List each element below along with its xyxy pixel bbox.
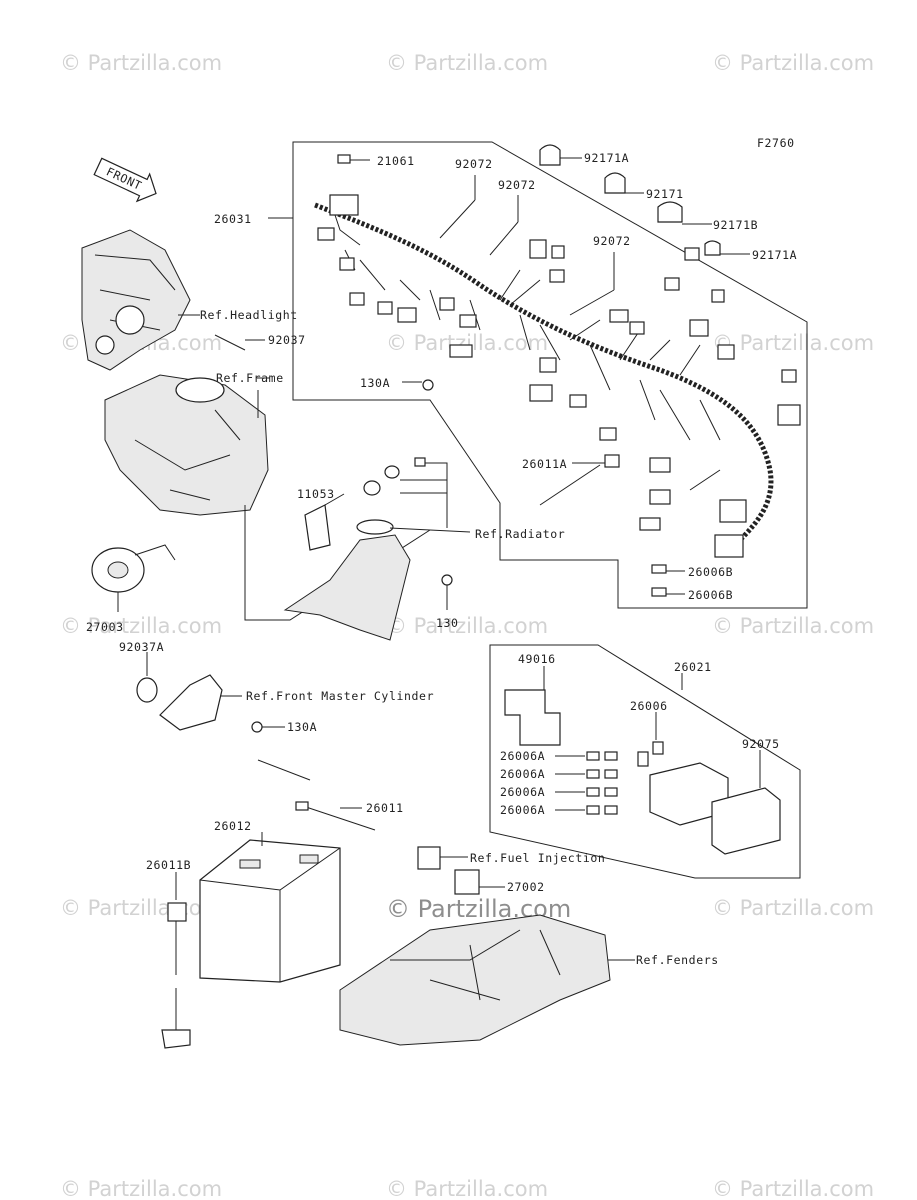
battery-lead-shape xyxy=(299,804,376,831)
bolt-130A-shape xyxy=(251,721,263,733)
horn-shape xyxy=(91,544,176,593)
label-26011: 26011 xyxy=(366,801,404,815)
watermark: © Partzilla.com xyxy=(386,614,548,638)
front-arrow-icon: FRONT xyxy=(93,157,157,203)
part-21061-shape xyxy=(337,154,351,164)
label-26006A: 26006A xyxy=(500,767,545,781)
label-26006: 26006 xyxy=(630,699,668,713)
label-ref-front-master-cylinder: Ref.Front Master Cylinder xyxy=(246,689,434,703)
watermark: © Partzilla.com xyxy=(712,614,874,638)
watermark: © Partzilla.com xyxy=(60,614,222,638)
battery-cable-shape xyxy=(257,759,311,781)
label-26012: 26012 xyxy=(214,819,252,833)
label-92075: 92075 xyxy=(742,737,780,751)
label-92037: 92037 xyxy=(268,333,306,347)
label-26006A: 26006A xyxy=(500,749,545,763)
watermark: © Partzilla.com xyxy=(712,1177,874,1200)
label-130: 130 xyxy=(436,616,459,630)
bracket-49016-shape xyxy=(504,689,561,746)
watermark: © Partzilla.com xyxy=(60,896,222,920)
clamp-92072-shape xyxy=(439,175,476,239)
label-92037A: 92037A xyxy=(119,640,164,654)
label-ref-fenders: Ref.Fenders xyxy=(636,953,719,967)
figure-code: F2760 xyxy=(757,136,795,150)
cover-92075-shape xyxy=(711,787,781,855)
label-92171A: 92171A xyxy=(752,248,797,262)
headlight-bracket-shape xyxy=(81,229,191,371)
callout-labels: 21061 92072 92072 92072 92171A 92171 921… xyxy=(86,151,797,967)
main-wiring-harness xyxy=(314,194,801,558)
label-26006A: 26006A xyxy=(500,785,545,799)
label-26021: 26021 xyxy=(674,660,712,674)
label-26006B: 26006B xyxy=(688,565,733,579)
label-92072: 92072 xyxy=(498,178,536,192)
label-130A: 130A xyxy=(360,376,390,390)
label-26031: 26031 xyxy=(214,212,252,226)
label-ref-fuel-injection: Ref.Fuel Injection xyxy=(470,851,605,865)
wiring-harness-box xyxy=(268,141,808,609)
label-92072: 92072 xyxy=(455,157,493,171)
label-26011A: 26011A xyxy=(522,457,567,471)
fender-shape xyxy=(339,846,611,1046)
label-26011B: 26011B xyxy=(146,858,191,872)
clamps-92171-shape xyxy=(539,144,721,256)
label-ref-headlight: Ref.Headlight xyxy=(200,308,298,322)
sensor-lead-shape xyxy=(539,464,601,506)
label-92171: 92171 xyxy=(646,187,684,201)
rod-92037-shape xyxy=(214,334,246,351)
fuse-26006B-shape xyxy=(651,587,667,597)
label-92171A: 92171A xyxy=(584,151,629,165)
fuse-26006B-shape xyxy=(651,564,667,574)
label-11053: 11053 xyxy=(297,487,335,501)
watermark: © Partzilla.com xyxy=(386,51,548,75)
label-130A: 130A xyxy=(287,720,317,734)
watermark: © Partzilla.com xyxy=(712,51,874,75)
radiator-bracket-shape xyxy=(283,457,453,641)
relay-fuel-injection-shape xyxy=(417,846,441,870)
label-21061: 21061 xyxy=(377,154,415,168)
label-92171B: 92171B xyxy=(713,218,758,232)
label-26006B: 26006B xyxy=(688,588,733,602)
watermark: © Partzilla.com xyxy=(712,331,874,355)
fuse-box-group xyxy=(489,644,801,879)
label-26006A: 26006A xyxy=(500,803,545,817)
watermark: © Partzilla.com xyxy=(60,1177,222,1200)
watermark: © Partzilla.com xyxy=(712,896,874,920)
label-27002: 27002 xyxy=(507,880,545,894)
watermark: © Partzilla.com xyxy=(60,51,222,75)
label-ref-frame: Ref.Frame xyxy=(216,371,284,385)
bolt-130A-shape xyxy=(422,379,434,391)
label-ref-radiator: Ref.Radiator xyxy=(475,527,565,541)
watermark: © Partzilla.com xyxy=(386,1177,548,1200)
battery-strap-shape xyxy=(161,902,191,1049)
relay-27002-shape xyxy=(454,869,480,895)
label-92072: 92072 xyxy=(593,234,631,248)
label-27003: 27003 xyxy=(86,620,124,634)
fuse-blocks xyxy=(586,741,664,815)
battery-shape xyxy=(199,839,341,983)
master-cylinder-clamp-shape xyxy=(136,674,223,731)
label-49016: 49016 xyxy=(518,652,556,666)
